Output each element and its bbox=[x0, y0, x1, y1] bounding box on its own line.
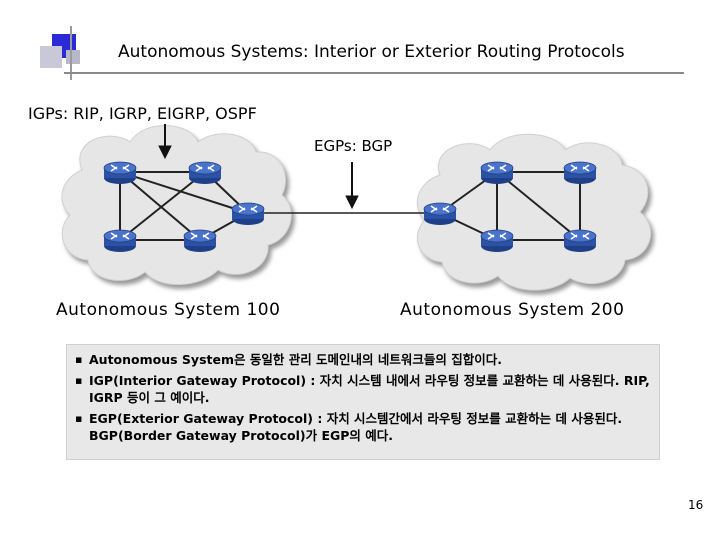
note-item: Autonomous System은 동일한 관리 도메인내의 네트워크들의 집… bbox=[75, 351, 651, 368]
page-number: 16 bbox=[688, 498, 704, 512]
egp-label: EGPs: BGP bbox=[314, 137, 393, 155]
router-icon bbox=[183, 229, 217, 253]
igp-label: IGPs: RIP, IGRP, EIGRP, OSPF bbox=[28, 104, 257, 123]
slide-title: Autonomous Systems: Interior or Exterior… bbox=[118, 42, 625, 62]
note-item: EGP(Exterior Gateway Protocol) : 자치 시스템간… bbox=[75, 410, 651, 444]
notes-box: Autonomous System은 동일한 관리 도메인내의 네트워크들의 집… bbox=[66, 344, 660, 460]
router-icon bbox=[103, 161, 137, 185]
router-icon bbox=[480, 229, 514, 253]
note-item: IGP(Interior Gateway Protocol) : 자치 시스템 … bbox=[75, 372, 651, 406]
router-icon bbox=[563, 161, 597, 185]
router-icon bbox=[423, 202, 457, 226]
title-divider bbox=[64, 72, 684, 74]
router-icon bbox=[103, 229, 137, 253]
router-icon bbox=[188, 161, 222, 185]
router-icon bbox=[231, 202, 265, 226]
router-icon bbox=[480, 161, 514, 185]
router-icon bbox=[563, 229, 597, 253]
egp-arrow bbox=[345, 162, 359, 210]
as200-label: Autonomous System 200 bbox=[400, 300, 625, 320]
igp-arrow bbox=[158, 124, 172, 160]
as100-label: Autonomous System 100 bbox=[56, 300, 281, 320]
